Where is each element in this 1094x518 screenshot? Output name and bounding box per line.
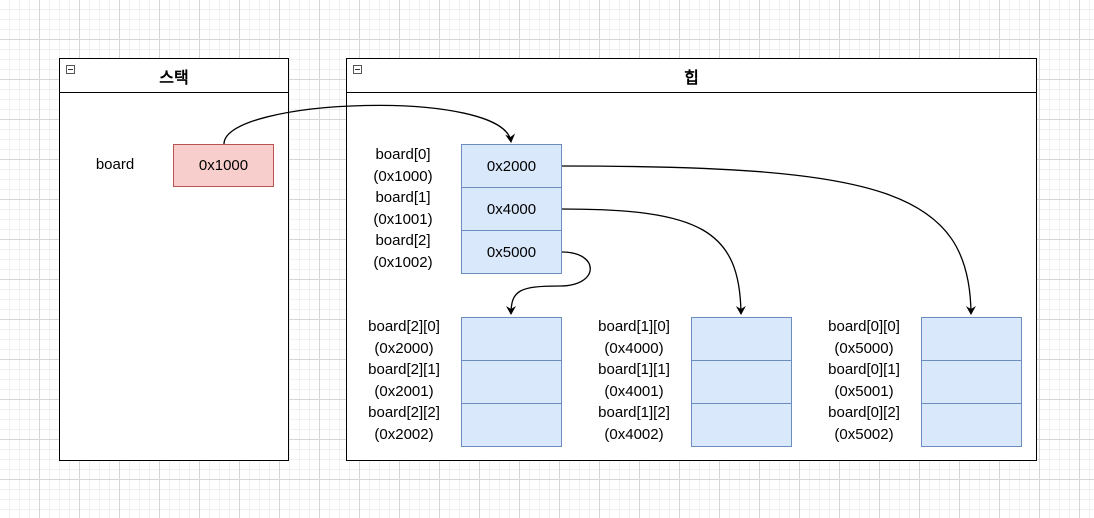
row-label-name: board[2] <box>375 232 431 249</box>
stack-title: 스택 <box>159 67 189 87</box>
row-label-addr: (0x1000) <box>373 168 433 185</box>
row-label-name: board[1] <box>375 189 431 206</box>
array-cell[interactable] <box>921 403 1022 447</box>
element-label: board[1][2] (0x4002) <box>579 402 689 446</box>
element-label: board[2][2] (0x2002) <box>349 402 459 446</box>
element-label-addr: (0x4002) <box>604 426 664 443</box>
element-label: board[2][1] (0x2001) <box>349 359 459 403</box>
element-label: board[0][2] (0x5002) <box>809 402 919 446</box>
element-label-addr: (0x5000) <box>834 340 894 357</box>
element-label-name: board[0][0] <box>828 318 900 335</box>
element-label: board[0][0] (0x5000) <box>809 316 919 360</box>
element-label-addr: (0x2001) <box>374 383 434 400</box>
element-label-addr: (0x5001) <box>834 383 894 400</box>
stack-var-label: board <box>95 156 135 173</box>
element-label-name: board[2][2] <box>368 404 440 421</box>
row-label-addr: (0x1001) <box>373 211 433 228</box>
pointer-cell[interactable]: 0x5000 <box>461 230 562 274</box>
element-label: board[0][1] (0x5001) <box>809 359 919 403</box>
row-label: board[0] (0x1000) <box>353 144 453 188</box>
element-label: board[2][0] (0x2000) <box>349 316 459 360</box>
element-label-addr: (0x5002) <box>834 426 894 443</box>
row-label: board[1] (0x1001) <box>353 187 453 231</box>
array-cell[interactable] <box>461 403 562 447</box>
array-cell[interactable] <box>691 403 792 447</box>
heap-title: 힙 <box>684 67 699 87</box>
array-cell[interactable] <box>461 360 562 404</box>
element-label-name: board[1][1] <box>598 361 670 378</box>
element-label-addr: (0x2000) <box>374 340 434 357</box>
element-label-name: board[2][0] <box>368 318 440 335</box>
element-label: board[1][1] (0x4001) <box>579 359 689 403</box>
stack-pool[interactable]: 스택 <box>59 58 289 461</box>
pointer-cell[interactable]: 0x4000 <box>461 187 562 231</box>
stack-var-cell[interactable]: 0x1000 <box>173 144 274 187</box>
array-cell[interactable] <box>921 360 1022 404</box>
stack-pool-header[interactable]: 스택 <box>60 59 288 93</box>
element-label-addr: (0x4001) <box>604 383 664 400</box>
element-label-name: board[1][2] <box>598 404 670 421</box>
element-label: board[1][0] (0x4000) <box>579 316 689 360</box>
heap-pool-header[interactable]: 힙 <box>347 59 1036 93</box>
element-label-name: board[0][1] <box>828 361 900 378</box>
element-label-name: board[2][1] <box>368 361 440 378</box>
element-label-name: board[1][0] <box>598 318 670 335</box>
row-label-name: board[0] <box>375 146 431 163</box>
array-cell[interactable] <box>921 317 1022 361</box>
element-label-addr: (0x4000) <box>604 340 664 357</box>
row-label-addr: (0x1002) <box>373 254 433 271</box>
pointer-cell[interactable]: 0x2000 <box>461 144 562 188</box>
array-cell[interactable] <box>691 360 792 404</box>
array-cell[interactable] <box>461 317 562 361</box>
element-label-addr: (0x2002) <box>374 426 434 443</box>
row-label: board[2] (0x1002) <box>353 230 453 274</box>
collapse-icon[interactable] <box>353 65 362 74</box>
array-cell[interactable] <box>691 317 792 361</box>
collapse-icon[interactable] <box>66 65 75 74</box>
element-label-name: board[0][2] <box>828 404 900 421</box>
